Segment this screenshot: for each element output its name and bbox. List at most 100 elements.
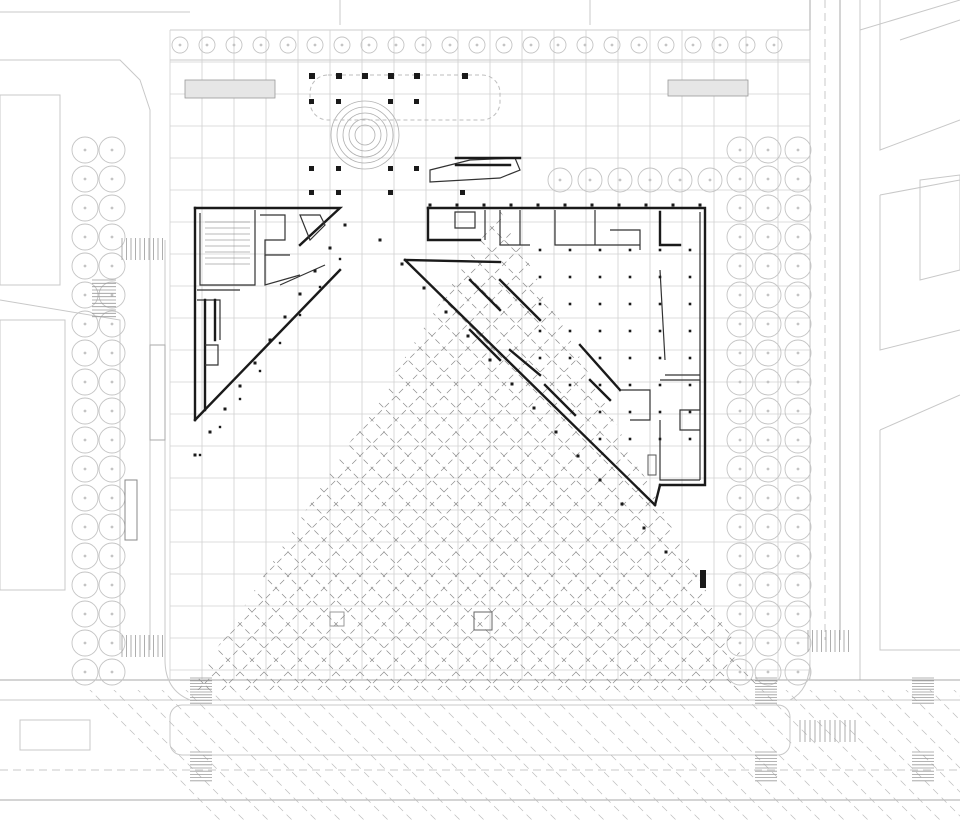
- column: [688, 275, 692, 279]
- tree-trunk: [738, 641, 742, 645]
- crosswalk: [92, 279, 116, 318]
- column: [568, 356, 572, 360]
- tree-trunk: [796, 641, 800, 645]
- diagonal-grid-line: [190, 210, 760, 690]
- diagonal-grid-line: [190, 210, 361, 690]
- diagonal-grid-line: [190, 210, 607, 690]
- column: [338, 257, 342, 261]
- tree-trunk: [313, 43, 317, 47]
- column: [688, 356, 692, 360]
- tree-canopy: [71, 310, 99, 338]
- tree-canopy: [726, 658, 754, 686]
- column: [538, 248, 542, 252]
- diagonal-grid-line: [0, 0, 24, 822]
- west-toilets: [205, 344, 219, 366]
- road-diagonal-line: [696, 0, 960, 822]
- tree-trunk: [766, 148, 770, 152]
- tree-trunk: [637, 43, 641, 47]
- tree-trunk: [83, 670, 87, 674]
- tree-trunk: [718, 43, 722, 47]
- tree-canopy: [784, 484, 812, 512]
- tree-canopy: [784, 629, 812, 657]
- tree-canopy: [784, 165, 812, 193]
- road-diagonal-line: [137, 690, 271, 822]
- tree-canopy: [726, 600, 754, 628]
- tree-trunk: [340, 43, 344, 47]
- column: [628, 356, 632, 360]
- diagonal-grid-line: [190, 210, 289, 690]
- tree-trunk: [556, 43, 560, 47]
- diagonal-grid-line: [599, 210, 760, 690]
- diagonal-grid-line: [671, 210, 760, 690]
- diagonal-grid-line: [353, 210, 760, 690]
- column: [628, 329, 632, 333]
- left-ramp: [124, 479, 138, 541]
- tree-trunk: [83, 264, 87, 268]
- tree-trunk: [83, 583, 87, 587]
- tree-trunk: [83, 380, 87, 384]
- tree-trunk: [796, 148, 800, 152]
- tree-trunk: [796, 438, 800, 442]
- column: [628, 383, 632, 387]
- tree-canopy: [198, 36, 216, 54]
- west-core: [260, 214, 290, 256]
- diagonal-grid-line: [190, 210, 760, 690]
- tree-canopy: [754, 571, 782, 599]
- tree-trunk: [796, 177, 800, 181]
- diagonal-grid-line: [190, 210, 529, 690]
- east-wing-partitions: [468, 278, 542, 377]
- tree-trunk: [738, 496, 742, 500]
- tree-trunk: [110, 612, 114, 616]
- left-building-c: [19, 719, 91, 751]
- tree-trunk: [766, 380, 770, 384]
- tree-canopy: [306, 36, 324, 54]
- west-partitions: [197, 289, 240, 340]
- diagonal-grid-line: [936, 0, 960, 822]
- road-diagonal-line: [480, 0, 960, 822]
- diagonal-grid-line: [383, 210, 760, 690]
- tree-trunk: [738, 554, 742, 558]
- tree-canopy: [98, 281, 126, 309]
- column: [658, 356, 662, 360]
- tree-canopy: [414, 36, 432, 54]
- tree-canopy: [784, 368, 812, 396]
- tree-canopy: [754, 455, 782, 483]
- diagonal-grid-line: [190, 210, 649, 690]
- tree-trunk: [83, 148, 87, 152]
- crosswalk: [799, 720, 856, 742]
- column: [568, 329, 572, 333]
- diagonal-grid-line: [190, 210, 265, 690]
- west-wing-top-wall: [193, 206, 344, 247]
- tree-canopy: [784, 281, 812, 309]
- tree-canopy: [754, 194, 782, 222]
- plaza-marker: [700, 570, 706, 588]
- tree-trunk: [766, 438, 770, 442]
- tree-trunk: [738, 235, 742, 239]
- column: [198, 453, 202, 457]
- column: [658, 248, 662, 252]
- tree-canopy: [784, 542, 812, 570]
- tree-trunk: [110, 467, 114, 471]
- column: [688, 248, 692, 252]
- tree-trunk: [766, 641, 770, 645]
- road-diagonal-line: [600, 0, 960, 822]
- tree-canopy: [252, 36, 270, 54]
- tree-canopy: [71, 339, 99, 367]
- diagonal-grid-line: [190, 210, 601, 690]
- tree-trunk: [529, 43, 533, 47]
- tree-trunk: [766, 583, 770, 587]
- column: [628, 302, 632, 306]
- tree-trunk: [796, 206, 800, 210]
- west-lobby: [299, 214, 326, 242]
- tree-trunk: [796, 670, 800, 674]
- column: [328, 246, 332, 250]
- tree-trunk: [394, 43, 398, 47]
- tree-canopy: [784, 223, 812, 251]
- tree-canopy: [522, 36, 540, 54]
- tree-canopy: [754, 600, 782, 628]
- column: [466, 334, 470, 338]
- tree-canopy: [754, 165, 782, 193]
- diagonal-grid-line: [190, 210, 760, 690]
- road-diagonal-line: [864, 0, 960, 822]
- tree-trunk: [796, 525, 800, 529]
